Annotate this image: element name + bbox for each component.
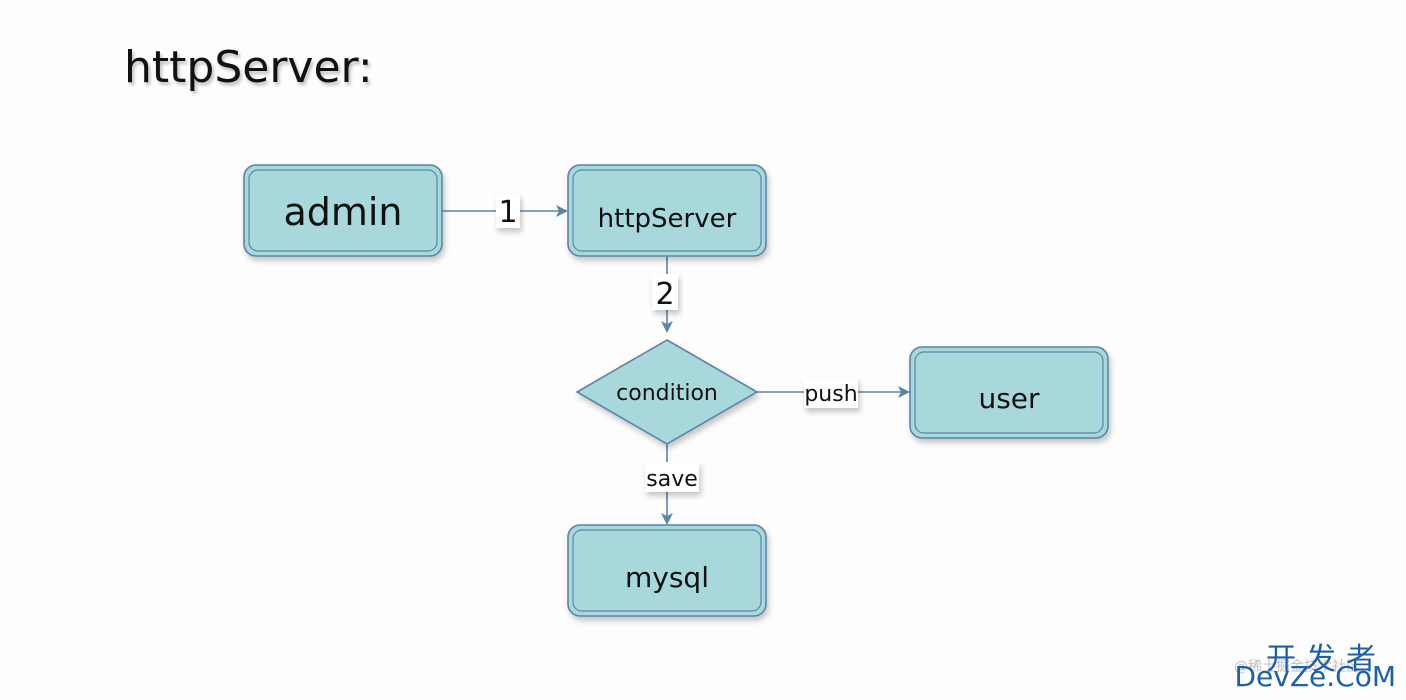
node-mysql-label: mysql xyxy=(625,561,709,594)
node-httpserver-label: httpServer xyxy=(598,204,737,234)
page-title: httpServer: xyxy=(124,42,373,93)
node-admin-label: admin xyxy=(283,190,402,234)
edge-label-push-text: push xyxy=(804,382,857,407)
watermark-en-text: DevZe.CoM xyxy=(1234,660,1396,693)
watermark-logo: @稀土掘金技术社区 开发者 DevZe.CoM xyxy=(1206,634,1396,696)
edge-label-save-text: save xyxy=(646,467,698,492)
watermark-faint-text: @稀土掘金技术社区 xyxy=(1234,659,1360,675)
node-httpserver: httpServer xyxy=(567,164,767,257)
node-condition: condition xyxy=(575,339,759,445)
node-admin: admin xyxy=(243,164,443,257)
node-mysql: mysql xyxy=(567,524,767,617)
edge-label-save: save xyxy=(645,462,699,492)
edge-label-1-text: 1 xyxy=(498,195,517,230)
edge-label-push: push xyxy=(804,378,858,408)
node-user: user xyxy=(909,346,1109,439)
edge-label-1: 1 xyxy=(496,194,520,230)
edge-label-2: 2 xyxy=(652,274,678,312)
edge-label-2-text: 2 xyxy=(655,277,674,312)
watermark-cn-text: 开发者 xyxy=(1266,642,1386,677)
node-condition-label: condition xyxy=(616,381,718,406)
node-user-label: user xyxy=(978,382,1040,415)
